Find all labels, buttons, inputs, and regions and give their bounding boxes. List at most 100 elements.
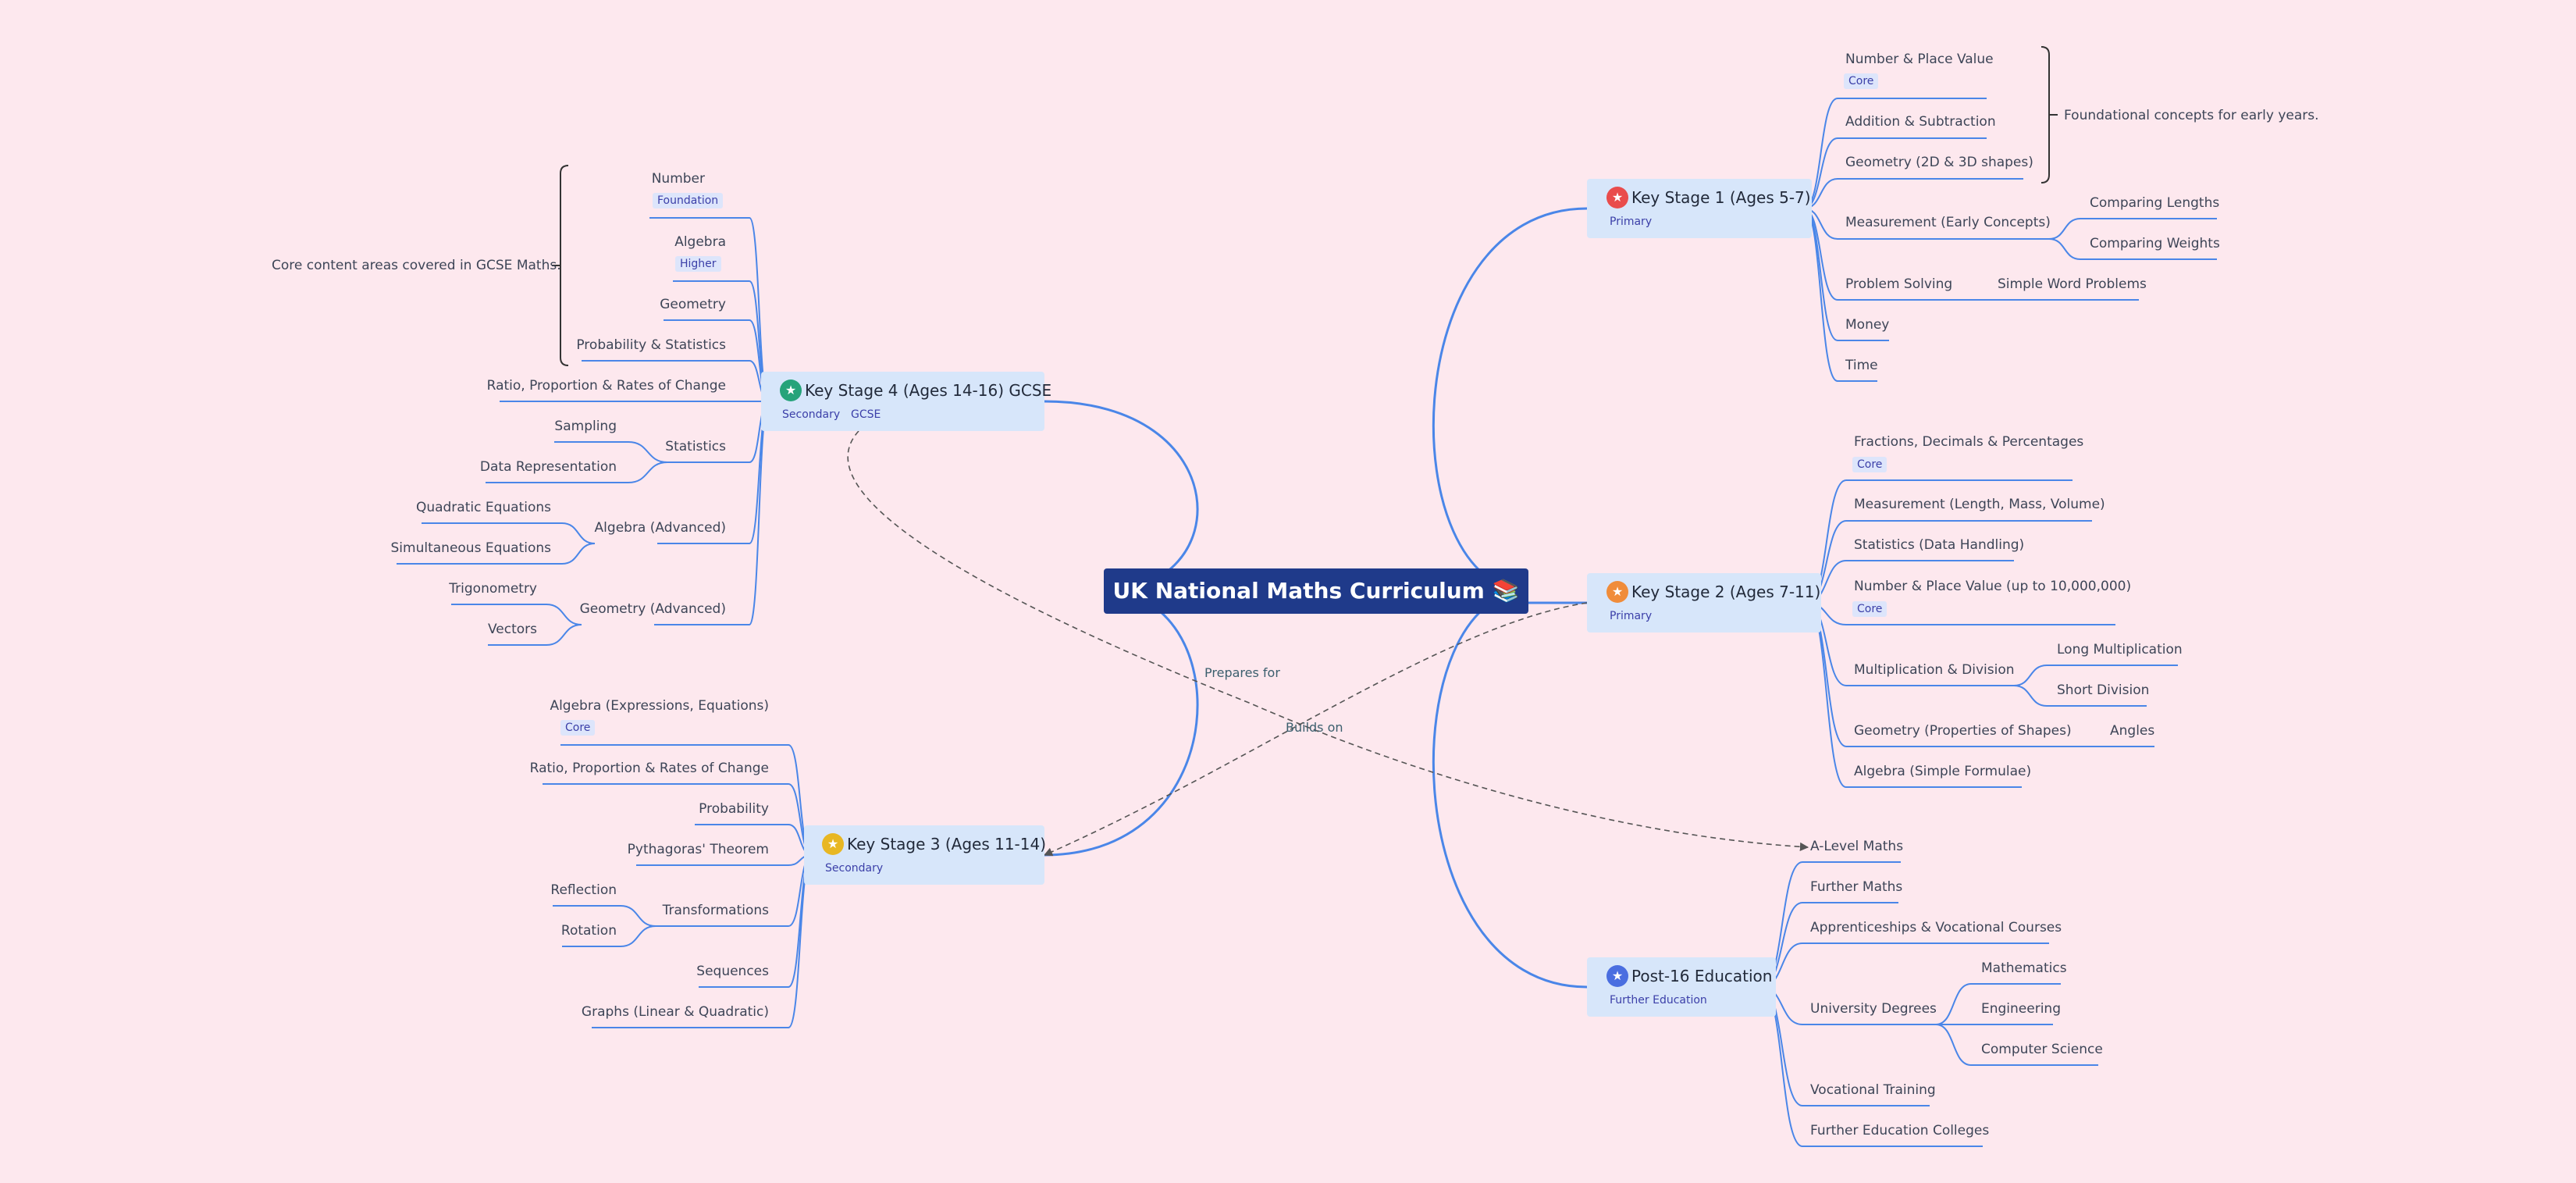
star-icon: ★ <box>822 833 844 855</box>
ks2-multiplication-division[interactable]: Multiplication & Division <box>1854 662 2015 678</box>
post16-mathematics[interactable]: Mathematics <box>1981 960 2067 976</box>
post16-fe-colleges[interactable]: Further Education Colleges <box>1810 1123 1990 1138</box>
ks1-number-place-value[interactable]: Number & Place Value <box>1845 52 1994 67</box>
central-title: UK National Maths Curriculum <box>1112 578 1485 604</box>
post16-branch-1 <box>1761 902 1898 988</box>
ks1-money[interactable]: Money <box>1845 317 1890 333</box>
star-icon: ★ <box>780 379 802 401</box>
ks3-sequences[interactable]: Sequences <box>696 964 769 979</box>
ks1-measurement[interactable]: Measurement (Early Concepts) <box>1845 215 2051 230</box>
ks2-branch-6 <box>1806 602 2022 788</box>
ks2-fractions[interactable]: Fractions, Decimals & Percentages <box>1854 434 2084 450</box>
relation-builds-on <box>1043 602 1588 857</box>
ks4-branch-7 <box>654 401 770 625</box>
post16-computer-science[interactable]: Computer Science <box>1981 1042 2103 1057</box>
ks4-sampling[interactable]: Sampling <box>554 419 617 434</box>
post16-sub-cs <box>1935 1024 2098 1066</box>
ks4-probability-statistics[interactable]: Probability & Statistics <box>576 337 726 353</box>
ks2-measurement[interactable]: Measurement (Length, Mass, Volume) <box>1854 497 2105 512</box>
ks4-ratio-proportion[interactable]: Ratio, Proportion & Rates of Change <box>486 378 726 394</box>
ks2-algebra[interactable]: Algebra (Simple Formulae) <box>1854 764 2032 779</box>
ks1-sub-weights <box>2048 238 2217 260</box>
star-icon: ★ <box>1606 965 1628 987</box>
topic-subtitle-gcse: GCSE <box>851 408 881 421</box>
ks3-graphs[interactable]: Graphs (Linear & Quadratic) <box>581 1004 769 1020</box>
main-branch-ks4 <box>1044 400 1199 593</box>
ks3-sub-reflection <box>553 905 656 927</box>
topic-title: Key Stage 2 (Ages 7-11) <box>1631 583 1821 601</box>
ks1-problem-solving[interactable]: Problem Solving <box>1845 276 1953 292</box>
ks1-geometry[interactable]: Geometry (2D & 3D shapes) <box>1845 155 2033 170</box>
ks4-geometry-advanced[interactable]: Geometry (Advanced) <box>579 601 726 617</box>
ks1-comparing-lengths[interactable]: Comparing Lengths <box>2090 195 2220 211</box>
ks2-number-place-value[interactable]: Number & Place Value (up to 10,000,000) <box>1854 579 2132 594</box>
ks4-summary[interactable]: Core content areas covered in GCSE Maths… <box>272 258 561 273</box>
topic-key-stage-1[interactable]: ★ Key Stage 1 (Ages 5-7) Primary <box>1587 179 1812 238</box>
ks2-statistics[interactable]: Statistics (Data Handling) <box>1854 537 2025 553</box>
central-topic[interactable]: UK National Maths Curriculum 📚 <box>1104 568 1528 614</box>
ks4-trigonometry[interactable]: Trigonometry <box>449 581 537 597</box>
topic-title: Key Stage 1 (Ages 5-7) <box>1631 188 1811 207</box>
relation-label-prepares-for[interactable]: Prepares for <box>1204 665 1280 680</box>
books-emoji-icon: 📚 <box>1492 578 1520 604</box>
ks4-sub-sampling <box>554 441 668 463</box>
ks1-time[interactable]: Time <box>1845 358 1878 373</box>
topic-subtitle: Secondary <box>825 862 884 875</box>
ks1-summary-bracket <box>2041 46 2058 184</box>
topic-post-16[interactable]: ★ Post-16 Education Further Education <box>1587 957 1776 1017</box>
topic-subtitle: Primary <box>1610 216 1653 228</box>
topic-key-stage-2[interactable]: ★ Key Stage 2 (Ages 7-11) Primary <box>1587 573 1821 632</box>
post16-apprenticeships[interactable]: Apprenticeships & Vocational Courses <box>1810 920 2062 935</box>
ks1-addition-subtraction[interactable]: Addition & Subtraction <box>1845 114 1996 130</box>
topic-subtitle: Primary <box>1610 610 1653 622</box>
ks3-algebra[interactable]: Algebra (Expressions, Equations) <box>550 698 769 714</box>
ks4-quadratic-equations[interactable]: Quadratic Equations <box>415 500 551 515</box>
ks4-statistics[interactable]: Statistics <box>665 439 726 454</box>
ks1-summary[interactable]: Foundational concepts for early years. <box>2064 108 2319 123</box>
ks3-probability[interactable]: Probability <box>699 801 769 817</box>
ks3-rotation[interactable]: Rotation <box>560 923 617 939</box>
ks4-sub-trig <box>451 604 582 625</box>
ks4-sub-quadratic <box>422 522 596 544</box>
higher-tag: Higher <box>675 256 721 272</box>
ks4-data-representation[interactable]: Data Representation <box>479 459 617 475</box>
ks4-algebra[interactable]: Algebra <box>674 234 726 250</box>
star-icon: ★ <box>1606 187 1628 208</box>
ks2-short-division[interactable]: Short Division <box>2057 682 2150 698</box>
core-tag: Core <box>1852 457 1888 472</box>
topic-key-stage-4[interactable]: ★ Key Stage 4 (Ages 14-16) GCSE Secondar… <box>761 372 1051 431</box>
ks4-simultaneous-equations[interactable]: Simultaneous Equations <box>390 540 551 556</box>
ks2-geometry[interactable]: Geometry (Properties of Shapes) <box>1854 723 2072 739</box>
ks1-comparing-weights[interactable]: Comparing Weights <box>2090 236 2220 251</box>
post16-a-level-maths[interactable]: A-Level Maths <box>1810 839 1904 854</box>
ks4-algebra-advanced[interactable]: Algebra (Advanced) <box>594 520 726 536</box>
ks1-branch-2 <box>1803 178 2023 209</box>
post16-university-degrees[interactable]: University Degrees <box>1810 1001 1937 1017</box>
ks2-angles[interactable]: Angles <box>2110 723 2155 739</box>
core-tag: Core <box>1852 601 1888 617</box>
post16-engineering[interactable]: Engineering <box>1981 1001 2061 1017</box>
ks1-branch-6 <box>1803 208 1877 382</box>
ks4-geometry[interactable]: Geometry <box>660 297 726 312</box>
ks3-ratio-proportion[interactable]: Ratio, Proportion & Rates of Change <box>529 761 769 776</box>
ks3-transformations[interactable]: Transformations <box>662 903 769 918</box>
ks3-reflection[interactable]: Reflection <box>550 882 617 898</box>
core-tag: Core <box>560 720 596 736</box>
ks4-number[interactable]: Number <box>651 171 705 187</box>
ks1-simple-word-problems[interactable]: Simple Word Problems <box>1998 276 2147 292</box>
star-icon: ★ <box>1606 581 1628 603</box>
post16-further-maths[interactable]: Further Maths <box>1810 879 1903 895</box>
ks2-long-multiplication[interactable]: Long Multiplication <box>2057 642 2183 657</box>
ks3-pythagoras[interactable]: Pythagoras' Theorem <box>627 842 769 857</box>
relation-prepares-for <box>847 430 1809 851</box>
ks2-sub-short <box>2013 685 2147 707</box>
ks4-summary-bracket <box>552 165 569 366</box>
relation-label-builds-on[interactable]: Builds on <box>1286 720 1343 735</box>
post16-sub-maths <box>1935 983 2061 1025</box>
ks2-sub-long <box>2013 665 2178 686</box>
topic-subtitle: Further Education <box>1610 994 1707 1007</box>
ks4-sub-data <box>486 461 668 483</box>
topic-key-stage-3[interactable]: ★ Key Stage 3 (Ages 11-14) Secondary <box>804 825 1046 885</box>
post16-vocational-training[interactable]: Vocational Training <box>1810 1082 1936 1098</box>
ks4-vectors[interactable]: Vectors <box>487 622 537 637</box>
